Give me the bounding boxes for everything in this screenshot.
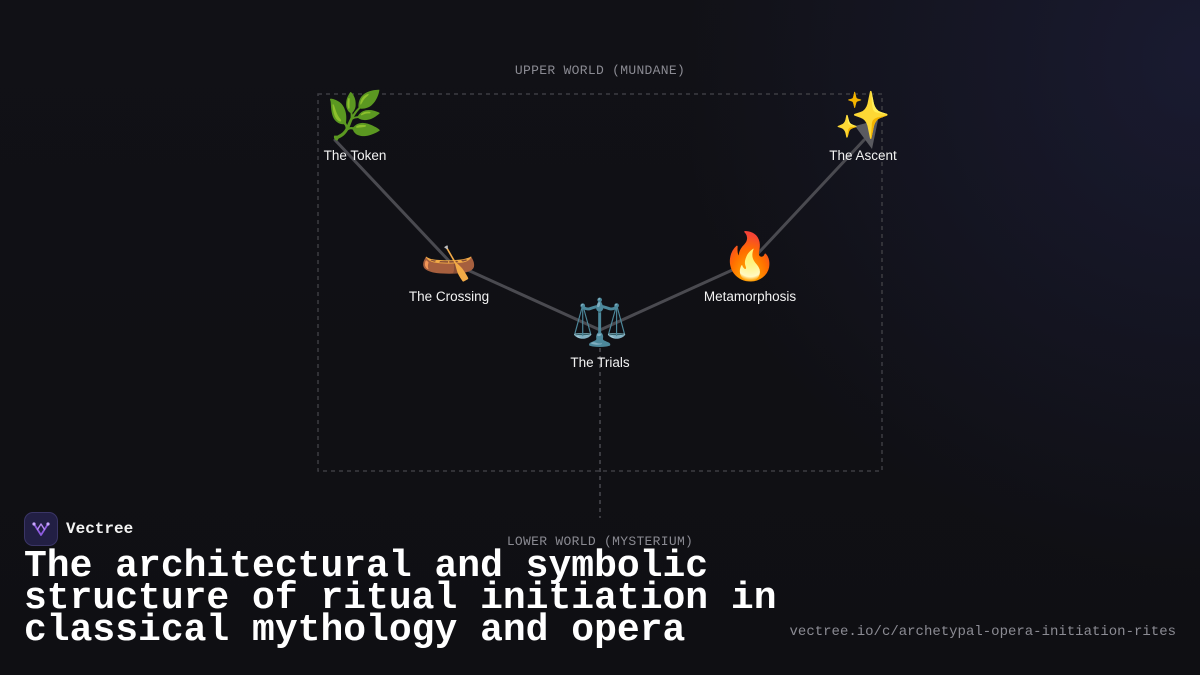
node-token[interactable]: 🌿 The Token: [324, 88, 387, 163]
node-label-ascent: The Ascent: [829, 148, 897, 163]
ascent-arrowhead: [855, 120, 878, 149]
journey-path: [333, 138, 866, 332]
vectree-logo-icon: [24, 512, 58, 546]
herb-icon: 🌿: [326, 88, 384, 142]
node-label-token: The Token: [323, 148, 387, 163]
node-metamorphosis[interactable]: 🔥 Metamorphosis: [704, 229, 796, 304]
brand[interactable]: Vectree: [24, 512, 133, 546]
balance-scale-icon: ⚖️: [571, 295, 629, 349]
upper-world-label: UPPER WORLD (MUNDANE): [514, 63, 686, 78]
upper-world-boundary: [317, 93, 883, 472]
brand-name: Vectree: [66, 520, 134, 538]
source-url[interactable]: vectree.io/c/archetypal-opera-initiation…: [789, 624, 1176, 640]
lower-world-label: LOWER WORLD (MYSTERIUM): [506, 534, 694, 549]
node-label-metamorphosis: Metamorphosis: [703, 289, 797, 304]
node-label-crossing: The Crossing: [408, 289, 490, 304]
node-ascent[interactable]: ✨ The Ascent: [829, 88, 897, 163]
node-crossing[interactable]: 🛶 The Crossing: [409, 229, 489, 304]
node-trials[interactable]: ⚖️ The Trials: [570, 295, 629, 370]
canoe-icon: 🛶: [420, 229, 478, 283]
fire-icon: 🔥: [721, 229, 779, 283]
node-label-trials: The Trials: [570, 355, 630, 370]
page-title: The architectural and symbolic structure…: [24, 545, 777, 652]
sparkles-icon: ✨: [834, 88, 892, 142]
